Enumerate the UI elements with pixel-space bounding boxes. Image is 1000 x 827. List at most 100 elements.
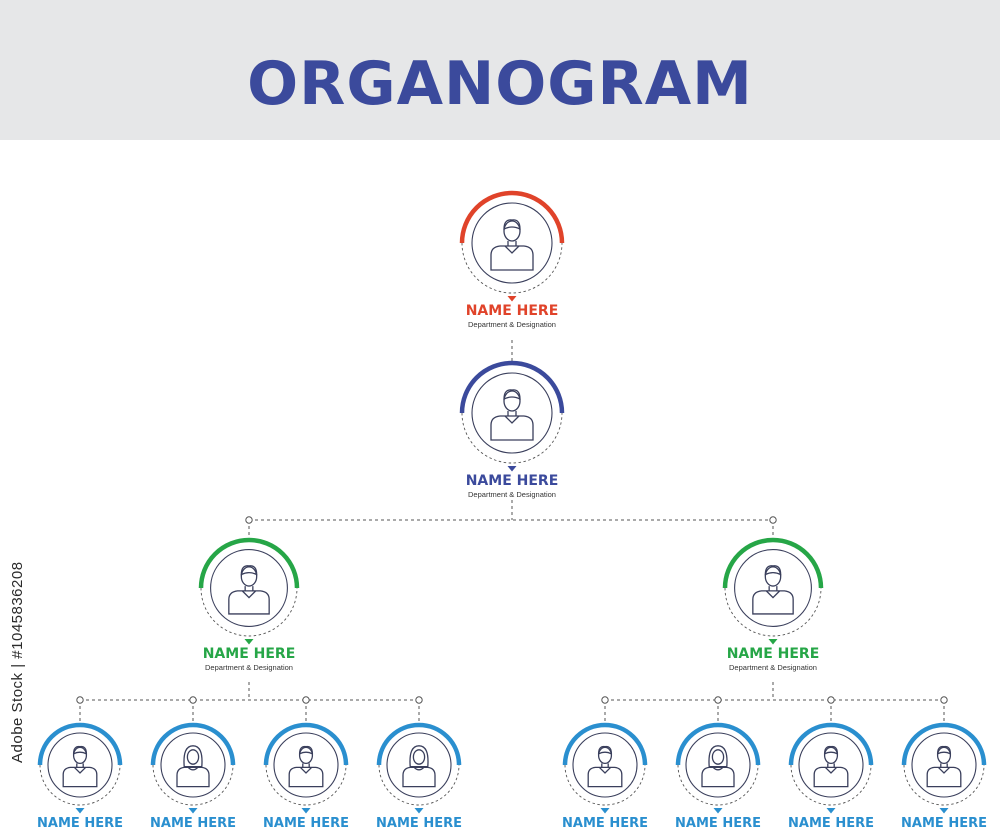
neckline-shape — [187, 766, 199, 771]
collar-shape — [937, 766, 951, 774]
hair-shape — [823, 745, 839, 755]
head-shape — [764, 566, 782, 587]
hair-shape — [764, 565, 782, 576]
node-name: NAME HERE — [150, 816, 236, 827]
collar-shape — [598, 766, 612, 774]
node-name: NAME HERE — [675, 816, 761, 827]
avatar-circle — [798, 732, 864, 798]
hair-shape — [409, 745, 429, 768]
connector-node-dot — [415, 696, 423, 704]
avatar-circle — [273, 732, 339, 798]
pointer-triangle-icon — [600, 808, 610, 814]
connector-node-dot — [601, 696, 609, 704]
avatar-circle — [911, 732, 977, 798]
neck-shape — [244, 586, 254, 591]
connector-node-dot — [769, 516, 777, 524]
avatar-circle — [471, 372, 553, 454]
female-avatar-icon — [402, 745, 436, 788]
pointer-triangle-icon — [939, 808, 949, 814]
collar-shape — [824, 766, 838, 774]
pointer-triangle-icon — [75, 808, 85, 814]
head-shape — [711, 749, 725, 765]
avatar-circle — [734, 549, 812, 627]
node-designation: Department & Designation — [205, 663, 293, 672]
neck-shape — [302, 763, 310, 768]
node-accent-arc — [562, 722, 648, 766]
node-accent-arc — [376, 722, 462, 766]
node-designation: Department & Designation — [729, 663, 817, 672]
node-designation: Department & Designation — [468, 320, 556, 329]
node-name: NAME HERE — [466, 303, 559, 319]
male-avatar-icon — [926, 745, 962, 788]
collar-shape — [241, 590, 257, 599]
node-dashed-arc — [152, 764, 234, 806]
node-dashed-arc — [200, 587, 298, 637]
pointer-triangle-icon — [301, 808, 311, 814]
neckline-shape — [413, 766, 425, 771]
avatar-circle — [210, 549, 288, 627]
node-dashed-arc — [461, 412, 563, 464]
node-name: NAME HERE — [901, 816, 987, 827]
male-avatar-icon — [62, 745, 98, 788]
neck-shape — [76, 763, 84, 768]
head-shape — [823, 746, 839, 765]
male-avatar-icon — [813, 745, 849, 788]
avatar-circle — [386, 732, 452, 798]
node-accent-arc — [788, 722, 874, 766]
collar-shape — [504, 415, 520, 424]
node-dashed-arc — [39, 764, 121, 806]
pointer-triangle-icon — [713, 808, 723, 814]
node-dashed-arc — [903, 764, 985, 806]
body-shape — [62, 766, 98, 788]
head-shape — [503, 390, 521, 412]
hair-shape — [240, 565, 258, 576]
node-accent-arc — [150, 722, 236, 766]
collar-shape — [765, 590, 781, 599]
pointer-triangle-icon — [507, 296, 517, 302]
head-shape — [186, 749, 200, 765]
connector-node-dot — [714, 696, 722, 704]
body-shape — [926, 766, 962, 788]
head-shape — [597, 746, 613, 765]
hair-shape — [936, 745, 952, 755]
node-dashed-arc — [724, 587, 822, 637]
node-name: NAME HERE — [788, 816, 874, 827]
node-dashed-arc — [677, 764, 759, 806]
body-shape — [490, 245, 534, 271]
body-shape — [813, 766, 849, 788]
avatar-circle — [572, 732, 638, 798]
body-shape — [490, 415, 534, 441]
hair-shape — [183, 745, 203, 768]
pointer-triangle-icon — [768, 639, 778, 645]
node-dashed-arc — [564, 764, 646, 806]
node-accent-arc — [37, 722, 123, 766]
node-accent-arc — [198, 537, 300, 589]
collar-shape — [299, 766, 313, 774]
pointer-triangle-icon — [188, 808, 198, 814]
neck-shape — [507, 411, 517, 416]
node-name: NAME HERE — [562, 816, 648, 827]
node-accent-arc — [675, 722, 761, 766]
node-accent-arc — [263, 722, 349, 766]
neckline-shape — [712, 766, 724, 771]
neck-shape — [601, 763, 609, 768]
female-avatar-icon — [701, 745, 735, 788]
pointer-triangle-icon — [507, 466, 517, 472]
head-shape — [298, 746, 314, 765]
pointer-triangle-icon — [414, 808, 424, 814]
female-avatar-icon — [176, 745, 210, 788]
node-name: NAME HERE — [263, 816, 349, 827]
male-avatar-icon — [288, 745, 324, 788]
connector-node-dot — [940, 696, 948, 704]
hair-shape — [708, 745, 728, 768]
hair-shape — [503, 389, 521, 401]
neck-shape — [940, 763, 948, 768]
